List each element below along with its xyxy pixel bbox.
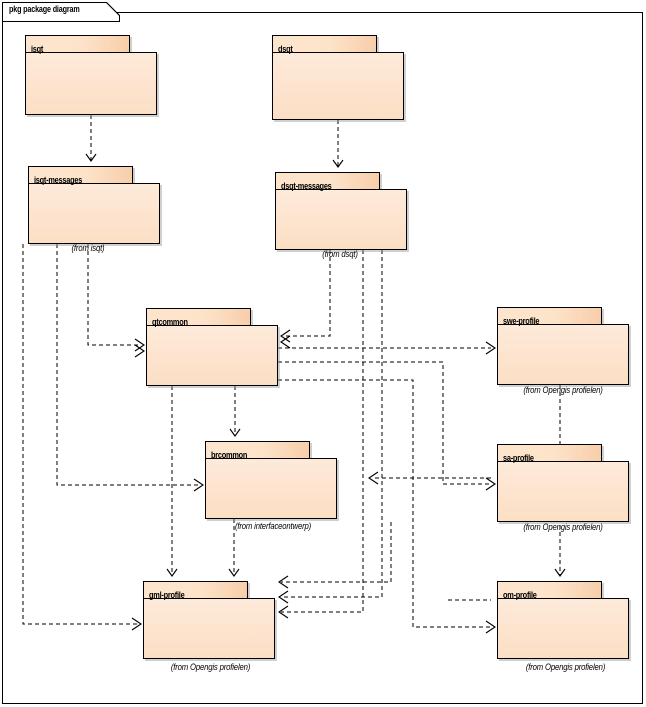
package-body xyxy=(146,325,278,386)
package-body xyxy=(497,461,629,522)
package-from-label: (from interfaceontwerp) xyxy=(234,521,312,531)
package-name: om-profile xyxy=(503,590,537,600)
diagram-title-tab xyxy=(2,2,122,22)
package-body xyxy=(275,189,407,250)
package-name: sa-profile xyxy=(503,453,534,463)
package-name: dsqt-messages xyxy=(281,181,332,191)
package-body xyxy=(28,183,160,244)
package-name: dsqt xyxy=(278,44,293,54)
package-from-label: (from Opengis profielen) xyxy=(523,522,603,532)
package-body xyxy=(497,324,629,385)
package-body xyxy=(497,598,629,659)
package-name: isqt xyxy=(31,44,44,54)
package-name: qtcommon xyxy=(152,317,188,327)
package-from-label: (from Opengis profielen) xyxy=(525,662,606,672)
diagram-title: pkg package diagram xyxy=(9,4,80,14)
title-tab-shape xyxy=(2,2,120,22)
package-from-label: (from Opengis profielen) xyxy=(523,385,603,395)
package-from-label: (from dsqt) xyxy=(322,249,358,259)
package-body xyxy=(25,52,157,115)
package-from-label: (from isqt) xyxy=(71,243,105,253)
package-name: swe-profile xyxy=(503,316,540,326)
package-name: brcommon xyxy=(211,450,248,460)
package-name: gml-profile xyxy=(149,590,185,600)
package-from-label: (from Opengis profielen) xyxy=(170,662,251,672)
package-body xyxy=(205,458,337,519)
package-body xyxy=(272,52,404,120)
package-name: isqt-messages xyxy=(34,175,83,185)
package-body xyxy=(143,598,275,659)
